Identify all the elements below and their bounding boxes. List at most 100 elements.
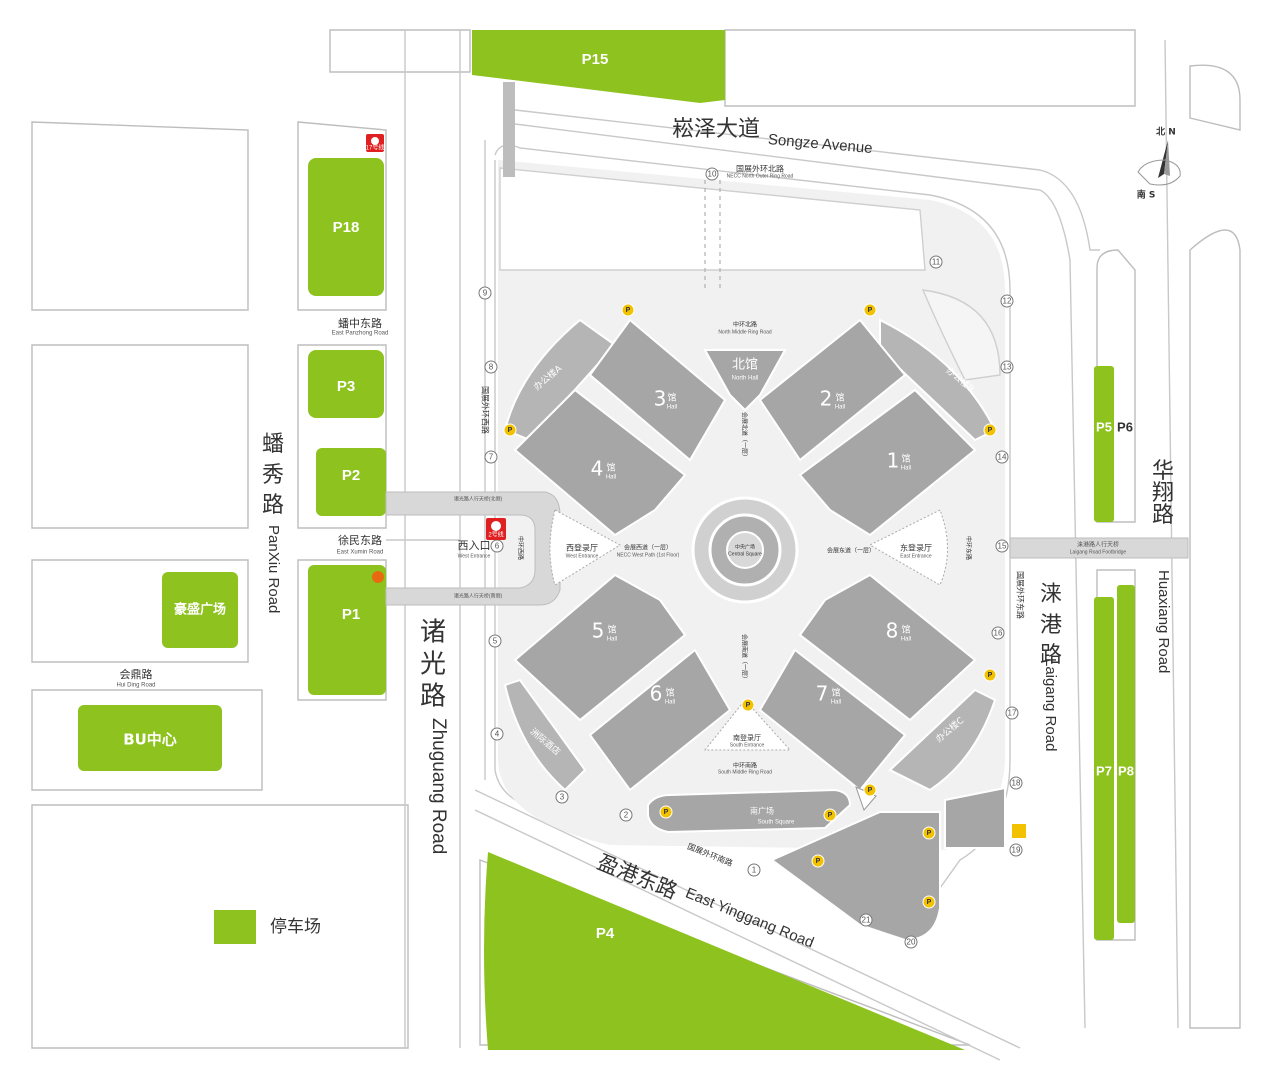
svg-text:P: P [988, 427, 993, 434]
huaxiang-cn-2: 翔 [1152, 481, 1174, 506]
hall-cn: 馆 [901, 623, 910, 634]
gate-15-marker: 15 [995, 539, 1009, 553]
hall-number: 3 [654, 387, 667, 411]
parking-label: P18 [333, 219, 360, 236]
west-lobby-cn: 西登录厅 [566, 543, 598, 553]
legend-swatch [214, 910, 256, 944]
parking-p3[interactable]: P3 [308, 350, 384, 418]
gate-20-marker: 20 [904, 935, 918, 949]
svg-text:P: P [868, 787, 873, 794]
west-walk-en: NECC West Path (1st Floor) [617, 552, 680, 558]
parking-marker-icon[interactable]: P [621, 303, 635, 317]
hall-8[interactable]: 8 馆 Hall [798, 573, 977, 722]
metro-line17-icon[interactable]: 17号线 [366, 134, 385, 152]
parking-marker-icon[interactable]: P [983, 423, 997, 437]
parking-marker-icon[interactable]: P [823, 808, 837, 822]
mid-south-cn: 中环南路 [733, 762, 757, 770]
svg-text:2号线: 2号线 [488, 531, 503, 539]
gate-16-marker: 16 [991, 626, 1005, 640]
svg-text:P: P [927, 830, 932, 837]
hall-cn: 馆 [665, 686, 674, 697]
hall-cn: 馆 [607, 623, 616, 634]
gate-9-marker: 9 [478, 286, 492, 300]
gate-6-marker: 6 [490, 539, 504, 553]
gate-number: 11 [932, 258, 941, 267]
gate-number: 6 [495, 542, 500, 551]
north-hall[interactable]: 北馆 North Hall [703, 349, 787, 412]
hall-en: Hall [667, 405, 677, 411]
parking-marker-icon[interactable]: P [503, 423, 517, 437]
parking-haosheng[interactable]: 豪盛广场 [162, 572, 238, 648]
gate-8-marker: 8 [484, 360, 498, 374]
parking-p8[interactable]: P8 [1117, 585, 1135, 923]
south-square[interactable]: 南广场 South Square [647, 788, 852, 834]
parking-p15[interactable]: P15 [472, 30, 725, 103]
parking-p2[interactable]: P2 [316, 448, 386, 516]
parking-p6: P6 [1117, 419, 1133, 434]
exhibition-halls: 3 馆 Hall 2 馆 Hall 4 馆 Hall 1 馆 Hall 5 [503, 318, 997, 792]
gate-5-marker: 5 [488, 634, 502, 648]
hall-en: Hall [901, 466, 911, 472]
zhuguang-bridge-south: 诸光路人行天桥(南侧) [454, 592, 503, 599]
laigang-footbridge-cn: 涞港路人行天桥 [1077, 541, 1119, 549]
south-square-cn: 南广场 [750, 806, 774, 816]
parking-marker-icon[interactable]: P [863, 783, 877, 797]
hall-1[interactable]: 1 馆 Hall [798, 388, 977, 537]
south-parking-area [770, 786, 1006, 942]
gate-10-marker: 10 [705, 167, 719, 181]
hall-4[interactable]: 4 馆 Hall [513, 388, 687, 537]
legend-label: 停车场 [270, 917, 321, 937]
parking-label: P2 [342, 467, 360, 484]
hall-number: 1 [887, 449, 900, 473]
east-lobby[interactable]: 东登录厅 East Entrance [868, 509, 948, 586]
parking-marker-icon[interactable]: P [922, 826, 936, 840]
metro-line2-icon[interactable]: 2号线 [486, 518, 506, 540]
gate-number: 2 [624, 811, 629, 820]
parking-marker-icon[interactable]: P [983, 668, 997, 682]
gate-number: 12 [1003, 297, 1012, 306]
outer-north-en: NECC North Outer Ring Road [727, 173, 794, 179]
west-lobby[interactable]: 西登录厅 West Entrance [549, 509, 622, 586]
hall-3[interactable]: 3 馆 Hall [588, 318, 727, 462]
hall-5[interactable]: 5 馆 Hall [513, 573, 687, 722]
svg-text:P: P [816, 858, 821, 865]
compass-south: 南 S [1137, 189, 1156, 201]
compass-north: 北 N [1156, 126, 1176, 138]
parking-marker-icon[interactable]: P [741, 698, 755, 712]
parking-p7[interactable]: P7 [1094, 597, 1114, 940]
gate-number: 13 [1003, 363, 1012, 372]
gate-13-marker: 13 [1000, 360, 1014, 374]
parking-marker-icon[interactable]: P [659, 805, 673, 819]
parking-p1[interactable]: P1 [308, 565, 386, 695]
gate-11-marker: 11 [929, 255, 943, 269]
gate-number: 8 [489, 363, 494, 372]
south-lobby[interactable]: 南登录厅 South Entrance [703, 699, 792, 751]
west-walk-cn: 会展西道（一层） [624, 544, 672, 552]
parking-p5[interactable]: P5 [1094, 366, 1114, 522]
construction-icon [1012, 824, 1026, 838]
laigang-cn-2: 港 [1040, 613, 1062, 638]
parking-p18[interactable]: P18 [308, 158, 384, 296]
gate-number: 4 [495, 730, 500, 739]
huiding-en: Hui Ding Road [116, 683, 155, 689]
gate-number: 19 [1012, 846, 1021, 855]
hall-number: 4 [591, 457, 604, 481]
parking-bu[interactable]: BU中心 [78, 705, 222, 771]
gate-number: 16 [994, 629, 1003, 638]
south-lobby-cn: 南登录厅 [733, 733, 761, 742]
hall-6[interactable]: 6 馆 Hall [588, 648, 732, 792]
hall-7[interactable]: 7 馆 Hall [758, 648, 907, 792]
hall-2[interactable]: 2 馆 Hall [758, 318, 907, 462]
mid-south-en: South Middle Ring Road [718, 769, 772, 775]
central-square[interactable]: 中央广场 Central Square [691, 496, 799, 604]
east-lobby-cn: 东登录厅 [900, 543, 932, 553]
north-walk-cn: 会展北道（一层） [741, 412, 749, 460]
parking-marker-icon[interactable]: P [811, 854, 825, 868]
parking-marker-icon[interactable]: P [922, 895, 936, 909]
parking-p4[interactable]: P4 [484, 852, 965, 1050]
panxiu-cn-1: 蟠 [262, 432, 284, 457]
parking-label: P4 [596, 925, 615, 942]
outer-north-cn: 国展外环北路 [736, 164, 784, 174]
hall-number: 7 [816, 682, 829, 706]
parking-marker-icon[interactable]: P [863, 303, 877, 317]
